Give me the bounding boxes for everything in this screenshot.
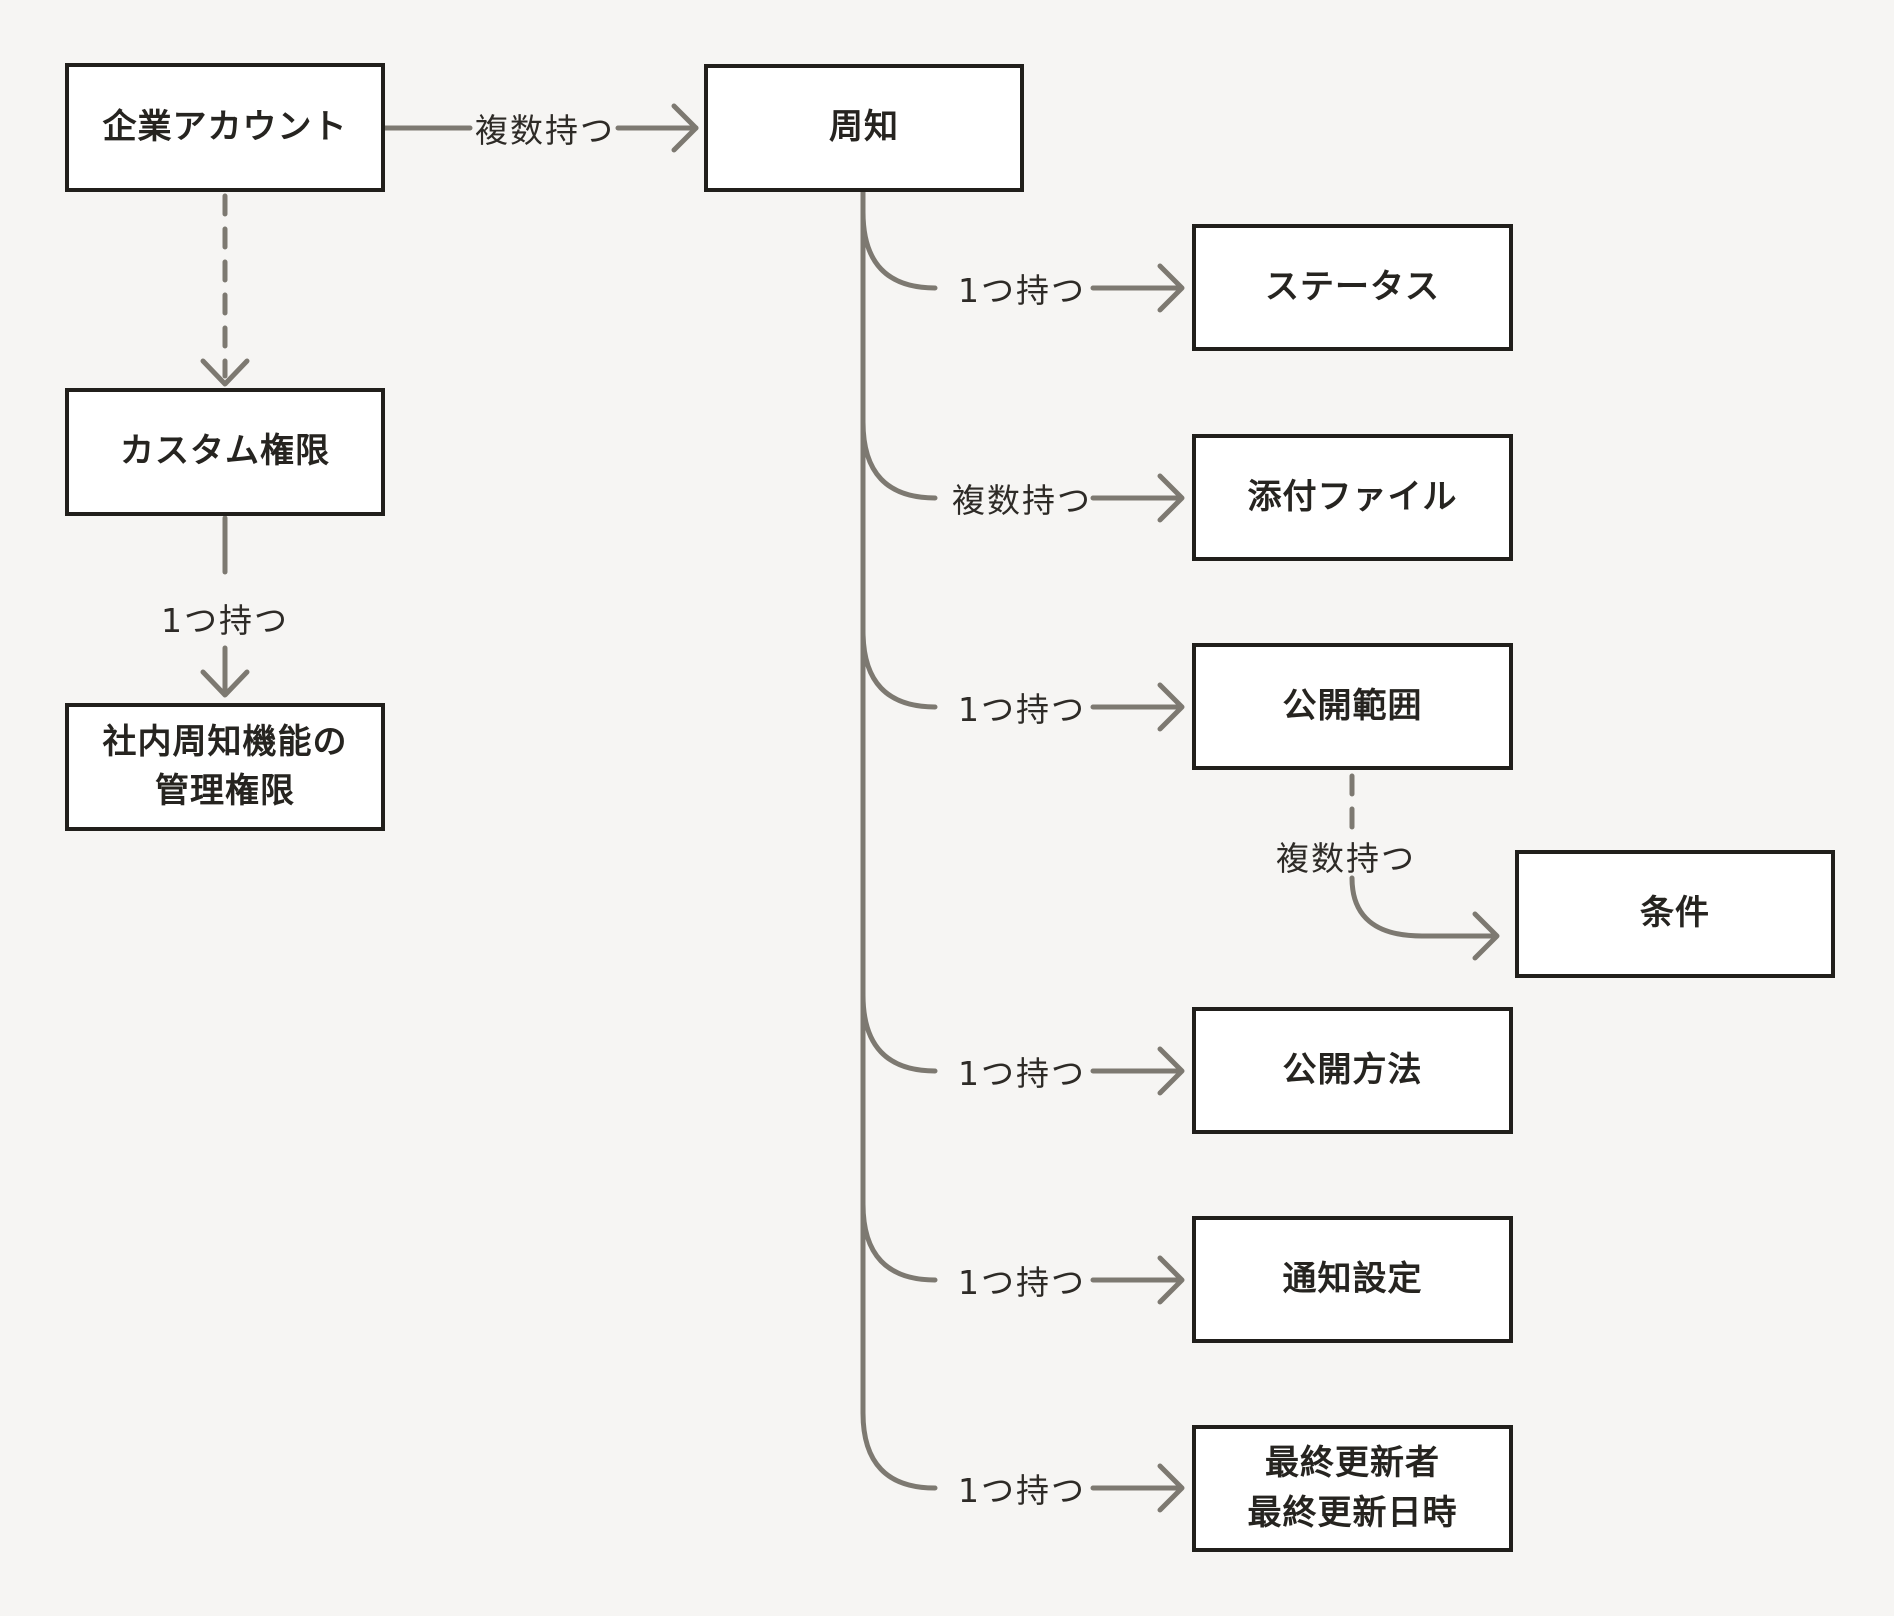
branch-curve-attachment — [860, 419, 938, 501]
branch-curve-scope — [860, 628, 938, 710]
node-scope: 公開範囲 — [1192, 643, 1513, 770]
node-label: 最終更新者 最終更新日時 — [1247, 1443, 1458, 1533]
edge-label-notification: 1つ持つ — [958, 1263, 1086, 1302]
edge-label-status: 1つ持つ — [958, 271, 1086, 310]
announcement-trunk-line — [860, 189, 938, 1491]
edge-scope-condition-curve — [1349, 875, 1496, 939]
edge-corporate-custom-arrowhead — [200, 358, 250, 387]
edge-label-method: 1つ持つ — [958, 1054, 1086, 1093]
edge-attachment-arrowhead — [1157, 473, 1185, 523]
edge-label-last-updated: 1つ持つ — [958, 1471, 1086, 1510]
node-label: 公開範囲 — [1282, 685, 1423, 726]
node-label: カスタム権限 — [120, 431, 330, 472]
node-admin-permission: 社内周知機能の 管理権限 — [65, 703, 385, 831]
branch-curve-notification — [860, 1201, 938, 1283]
edge-corporate-announcement-arrowhead — [671, 103, 699, 153]
node-label: 通知設定 — [1282, 1258, 1423, 1299]
node-notification: 通知設定 — [1192, 1216, 1513, 1343]
node-method: 公開方法 — [1192, 1007, 1513, 1134]
edge-label-scope: 1つ持つ — [958, 690, 1086, 729]
edge-custom-admin-arrowhead — [200, 669, 250, 698]
node-label: 社内周知機能の 管理権限 — [102, 721, 348, 811]
node-label: 公開方法 — [1282, 1049, 1423, 1090]
edge-status-arrowhead — [1157, 263, 1185, 313]
node-condition: 条件 — [1515, 850, 1835, 978]
edge-label-custom-admin: 1つ持つ — [161, 601, 289, 640]
edge-notification-arrowhead — [1157, 1255, 1185, 1305]
node-attachment: 添付ファイル — [1192, 434, 1513, 561]
edge-label-corporate-announcement: 複数持つ — [475, 111, 615, 150]
node-label: ステータス — [1265, 266, 1440, 307]
edge-scope-arrowhead — [1157, 682, 1185, 732]
node-last-updated: 最終更新者 最終更新日時 — [1192, 1425, 1513, 1552]
node-label: 条件 — [1640, 893, 1710, 934]
node-label: 添付ファイル — [1247, 476, 1458, 517]
node-custom-permission: カスタム権限 — [65, 388, 385, 516]
node-corporate-account: 企業アカウント — [65, 63, 385, 192]
branch-curve-status — [860, 209, 938, 291]
edge-method-arrowhead — [1157, 1046, 1185, 1096]
node-label: 周知 — [829, 107, 899, 148]
edge-label-attachment: 複数持つ — [952, 481, 1092, 520]
node-announcement: 周知 — [704, 64, 1024, 192]
edge-last-updated-arrowhead — [1157, 1463, 1185, 1513]
node-label: 企業アカウント — [102, 106, 348, 147]
edge-label-scope-condition: 複数持つ — [1276, 839, 1416, 878]
node-status: ステータス — [1192, 224, 1513, 351]
branch-curve-method — [860, 992, 938, 1074]
edge-scope-condition-arrowhead — [1472, 911, 1500, 961]
